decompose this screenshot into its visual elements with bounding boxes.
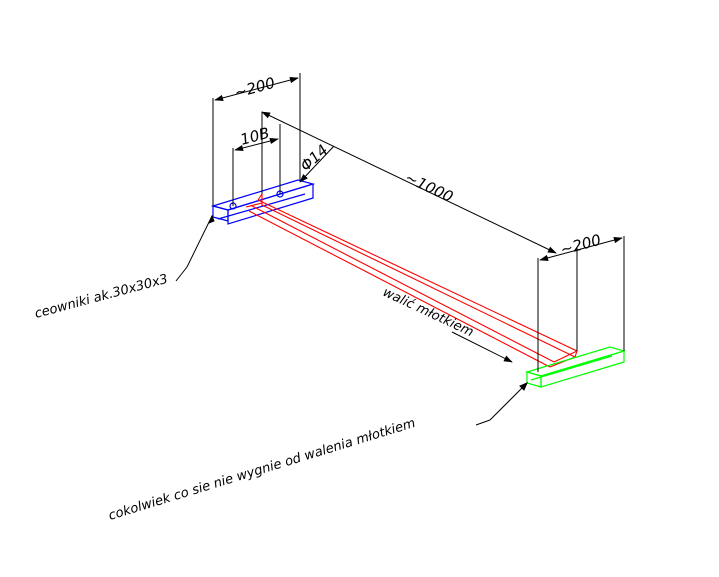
base-note-label: cokolwiek co sie nie wygnie od walenia m…: [107, 416, 418, 524]
dimension-right-width-label: ~200: [558, 231, 602, 259]
hole-diameter-label: Φ14: [297, 141, 332, 175]
hammer-note-label: walić młotkiem: [380, 285, 475, 340]
base-note-leader: [475, 382, 528, 426]
dimension-top-width-label: ~200: [232, 74, 276, 102]
dimension-length: [261, 111, 557, 254]
dimension-right-width: [537, 236, 625, 372]
dimension-length-label: ~1000: [402, 168, 456, 206]
hammer-note-arrow: [451, 331, 513, 363]
channel-note-label: ceowniki ak.30x30x3: [33, 272, 169, 322]
rod: [245, 193, 578, 368]
base-block: [524, 346, 627, 388]
channel-note-leader: [175, 214, 215, 282]
dimension-hole-spacing-label: 10B: [238, 124, 271, 149]
